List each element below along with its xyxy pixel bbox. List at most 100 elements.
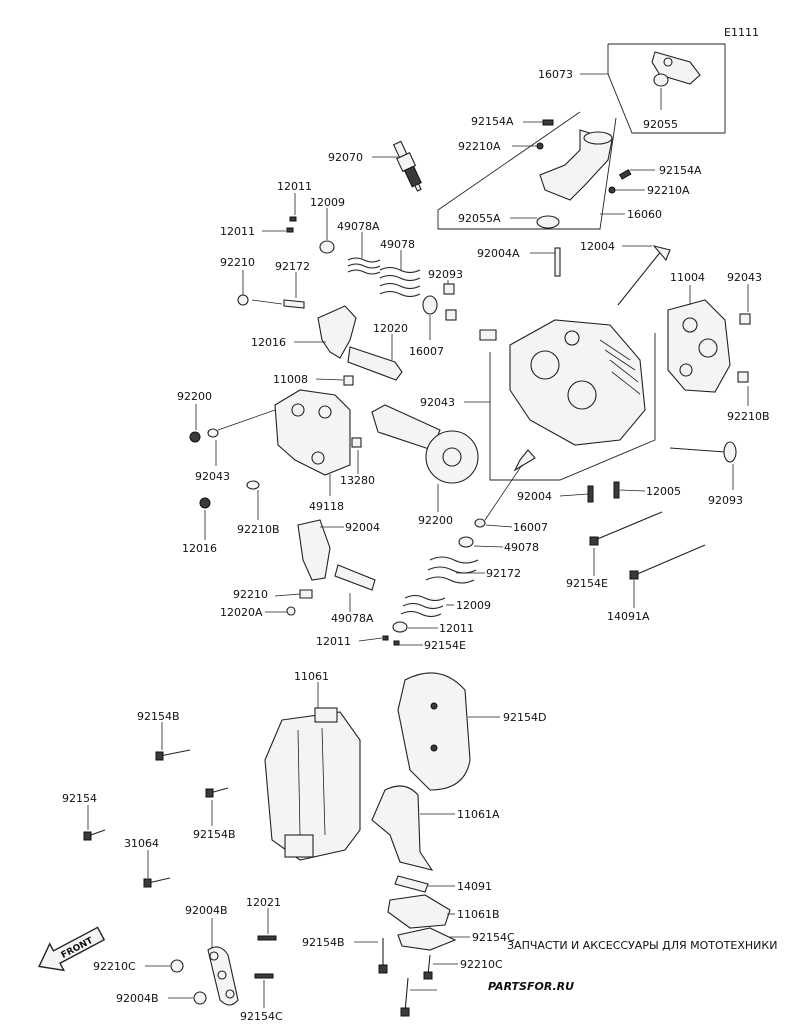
part-label-92154B: 92154 [62,792,97,805]
bolt-92154C-b-part [404,977,409,1013]
part-label-11061B: 92004B [185,904,228,917]
leader [619,489,646,492]
retainer-12009-lower-part [392,621,408,633]
head-cover-boss [314,707,338,723]
part-label-92043: 92043 [727,271,762,284]
part-label-49078-b: 92172 [486,567,521,580]
cover-hole [663,57,673,67]
bolt-head-92154B-b [143,878,152,888]
part-label-11061: 92154D [503,711,546,724]
part-label-92004B: 12021 [246,896,281,909]
bolt-head-92154C-b [400,1007,410,1017]
retainer-12009-part [319,240,335,254]
gasket-11061-dot-2 [430,744,438,752]
part-label-92210: 92210 [220,256,255,269]
cover-14091-part [387,894,451,929]
part-label-49118: 92200 [418,514,453,527]
leader [358,637,383,642]
valve-guide-stem [484,464,523,521]
valve-guide-part [513,449,536,472]
part-label-12009-b: 12011 [439,622,474,635]
bolt-head-92154C [378,964,388,974]
holder-hole-2 [318,405,332,419]
head-port-1 [530,350,560,380]
part-label-12004: 12004 [580,240,615,253]
part-label-92172: 92172 [275,260,310,273]
seal-16007-lower-part [458,536,474,548]
nut-92210-lower-part [286,606,296,616]
leader [559,493,589,497]
part-label-92055A: 92055A [458,212,501,225]
bolt-92154E-part [594,511,663,541]
leader [315,378,344,381]
holder-hole-3 [311,451,325,465]
part-label-92154A-right: 92154A [659,164,702,177]
part-label-92154: 92154B [193,828,236,841]
part-label-92004: 92004 [517,490,552,503]
part-label-92210C: 92210C [93,960,136,973]
part-label-92154E: 92154E [566,577,608,590]
box-16073 [607,43,726,134]
part-label-92043-b: 11008 [273,373,308,386]
stud-92004-b-part [613,481,620,499]
part-label-49078: 49078 [380,238,415,251]
part-label-12009: 12009 [310,196,345,209]
spark-plug-92070-part [392,140,422,192]
gasket-hole-2 [698,338,718,358]
part-label-12011-c: 12011 [316,635,351,648]
part-label-92154B-c: 92210C [460,958,503,971]
screw-92172-part [283,299,305,309]
gasket-11061-dot-1 [430,702,438,710]
washer-92200-b-part [246,480,260,490]
watermark-brand: PARTSFOR.RU [488,980,574,993]
gasket-11061-part [397,672,471,791]
bolt-head-92154E-b [629,570,639,580]
bolt-head-92154 [205,788,214,798]
intake-pipe-16060-part [539,129,613,201]
part-label-92093: 92093 [428,268,463,281]
part-label-12021: 92154C [472,931,515,944]
part-label-11004: 11004 [670,271,705,284]
box-11008 [489,333,656,481]
part-label-12005: 92093 [708,494,743,507]
rocker-arm-12016-lower-part [297,519,331,581]
part-label-92004A: 92004A [477,247,520,260]
valve-12005-stem [669,447,726,453]
cap-92093-part [445,309,457,321]
gasket-hole-3 [679,363,693,377]
valve-12005-part [723,441,737,463]
gasket-hole-1 [682,317,698,333]
valve-12004-part [652,245,671,262]
sprocket-hub [442,447,462,467]
part-label-92154A: 92154A [471,115,514,128]
diagram-code: E1111 [724,26,759,39]
part-label-12011-b: 12011 [220,225,255,238]
part-label-92004-b: 12005 [646,485,681,498]
part-label-12016-b: 92004 [345,521,380,534]
gasket-92055A-part [536,215,560,229]
part-label-12011-d: 92154E [424,639,466,652]
head-fins [599,339,641,395]
dowel-92043-part [739,313,751,325]
part-label-16007: 16007 [409,345,444,358]
part-label-13280: 49118 [309,500,344,513]
keeper-12011-lower-part [382,635,389,641]
part-label-92210A-right: 92210A [647,184,690,197]
part-label-92043-c: 92210B [727,410,770,423]
leader [274,593,301,597]
part-label-92043-d: 13280 [340,474,375,487]
part-label-31064: 11061A [457,808,500,821]
part-label-92070: 92070 [328,151,363,164]
gasket-11061B-hole-3 [225,989,235,999]
spring-49078A-lower-part [400,594,446,618]
spring-49078-lower-part [425,556,479,584]
guide-31064-part [371,785,434,871]
holder-hole-1 [291,403,305,417]
nut-92210C-part [170,959,184,973]
head-cover-14091A-part [264,711,361,861]
nut-92210B-part [189,431,201,443]
keeper-12011-part [289,216,297,222]
part-label-92210-b: 12020A [220,606,263,619]
stud-92004B-part [257,935,277,941]
